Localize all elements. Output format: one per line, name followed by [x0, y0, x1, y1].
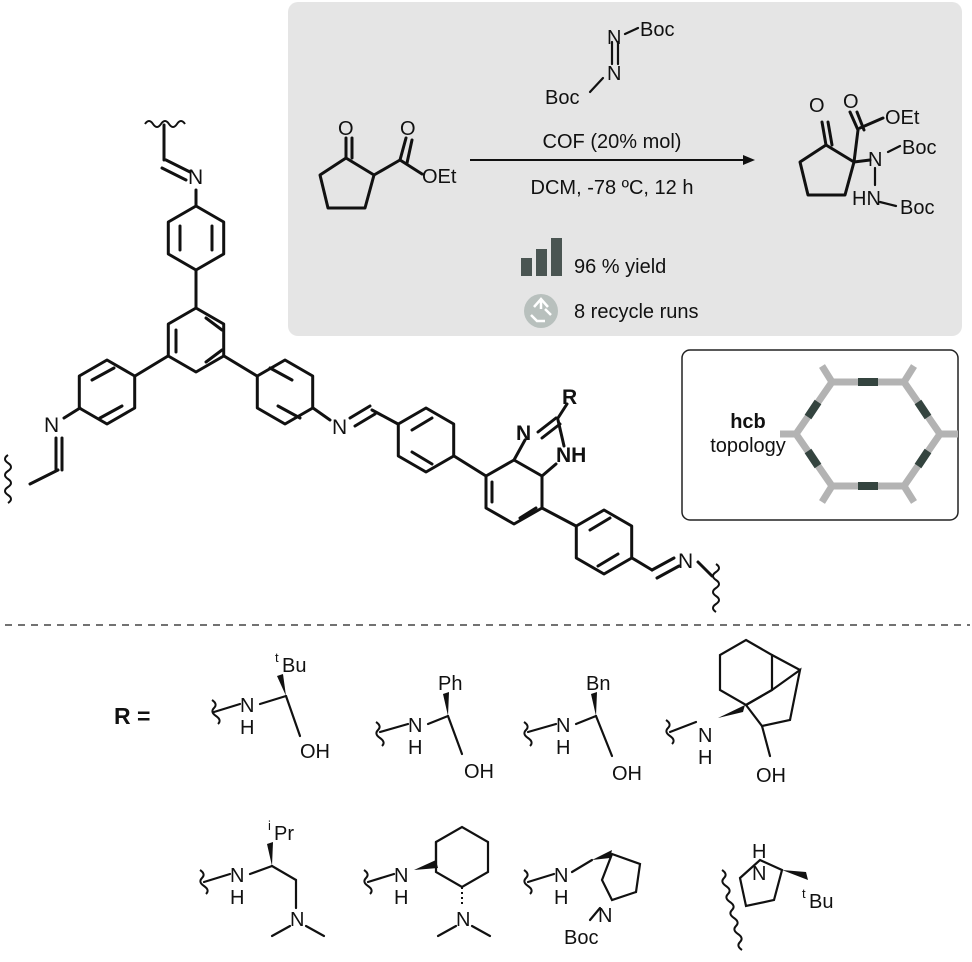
sub5-h: H	[230, 887, 244, 909]
topology-panel: hcb topology	[681, 349, 959, 521]
bar-chart-icon	[521, 238, 562, 276]
sub8-n: N	[752, 863, 766, 885]
azo-n-bottom: N	[607, 63, 621, 85]
substituent-cyclohexanediamine: N H N	[363, 825, 492, 938]
imine-n-top: N	[188, 166, 203, 189]
sub6-h: H	[394, 887, 408, 909]
wavy-bond-bottom	[712, 563, 720, 613]
product-boc-2: Boc	[900, 197, 934, 219]
substituent-tbu-pyrrolidine: H N t Bu	[721, 841, 833, 951]
sub3-n: N	[556, 715, 570, 737]
benzimidazole-n: N	[516, 422, 531, 445]
sub1-t-sup: t	[275, 650, 279, 665]
reaction-panel: N N Boc Boc O O OEt COF (20% mol) DCM, -…	[288, 2, 962, 336]
sub5-n: N	[230, 865, 244, 887]
azo-boc-top: Boc	[640, 19, 674, 41]
sub8-t-sup: t	[802, 886, 806, 901]
substituent-aminoindanol: N H OH	[665, 638, 802, 787]
sub7-n: N	[554, 865, 568, 887]
yield-label: 96 % yield	[574, 256, 666, 278]
sub4-h: H	[698, 747, 712, 769]
hydrazine-product: O O OEt N Boc HN Boc	[798, 91, 936, 219]
sub8-h: H	[752, 841, 766, 863]
substituent-ipr-diamine: N H i Pr N	[199, 818, 326, 938]
imine-n-left: N	[44, 414, 59, 437]
product-boc-1: Boc	[902, 137, 936, 159]
r-equals-label: R =	[114, 703, 150, 729]
sub2-n: N	[408, 715, 422, 737]
sub1-h: H	[240, 717, 254, 739]
product-ester-o: O	[843, 91, 859, 113]
sub6-n: N	[394, 865, 408, 887]
cof-framework-structure: N N N N	[4, 120, 720, 613]
product-n: N	[868, 149, 882, 171]
catalyst-label: COF (20% mol)	[543, 131, 682, 153]
azo-boc-bottom: Boc	[545, 87, 579, 109]
sub2-h: H	[408, 737, 422, 759]
reactant-ester-o: O	[400, 118, 416, 140]
substituent-boc-prolinylamine: N H N Boc	[523, 850, 642, 949]
recycle-icon	[524, 294, 558, 328]
reactant-ketone-o: O	[338, 118, 354, 140]
sub4-oh: OH	[756, 765, 786, 787]
product-hn: HN	[852, 188, 881, 210]
benzimidazole-nh: NH	[556, 444, 586, 467]
topology-label: topology	[710, 435, 786, 457]
substituent-ph-aminoalcohol: N H Ph OH	[375, 673, 494, 783]
keto-ester-reactant: O O OEt	[318, 118, 457, 210]
sub2-ph: Ph	[438, 673, 462, 695]
conditions-label: DCM, -78 ºC, 12 h	[531, 177, 694, 199]
wavy-bond-top	[144, 120, 186, 128]
azo-n-top: N	[607, 27, 621, 49]
sub3-bn: Bn	[586, 673, 610, 695]
sub5-i-sup: i	[268, 818, 271, 833]
substituent-bn-aminoalcohol: N H Bn OH	[523, 673, 642, 785]
reaction-panel-background	[288, 2, 962, 336]
sub7-boc: Boc	[564, 927, 598, 949]
sub6-nme2: N	[456, 909, 470, 931]
sub4-n: N	[698, 725, 712, 747]
hcb-hexagon	[780, 364, 958, 504]
substituent-r: R	[562, 386, 577, 409]
substituent-tbu-aminoalcohol: N H t Bu OH	[211, 650, 330, 763]
sub8-tbu: Bu	[809, 891, 833, 913]
topology-name: hcb	[730, 411, 766, 433]
imine-n-right: N	[332, 416, 347, 439]
sub3-h: H	[556, 737, 570, 759]
sub5-ipr: Pr	[274, 823, 294, 845]
product-ketone-o: O	[809, 95, 825, 117]
reactant-oet: OEt	[422, 166, 457, 188]
reaction-arrow	[470, 155, 755, 165]
wavy-bond-left	[4, 454, 12, 504]
sub7-h: H	[554, 887, 568, 909]
product-oet: OEt	[885, 107, 920, 129]
imine-n-bottom: N	[678, 550, 693, 573]
sub1-n: N	[240, 695, 254, 717]
sub1-oh: OH	[300, 741, 330, 763]
sub3-oh: OH	[612, 763, 642, 785]
azo-reagent: N N Boc Boc	[545, 19, 674, 109]
sub2-oh: OH	[464, 761, 494, 783]
recycle-label: 8 recycle runs	[574, 301, 699, 323]
sub1-tbu: Bu	[282, 655, 306, 677]
sub7-ring-n: N	[598, 905, 612, 927]
sub5-nme2: N	[290, 909, 304, 931]
